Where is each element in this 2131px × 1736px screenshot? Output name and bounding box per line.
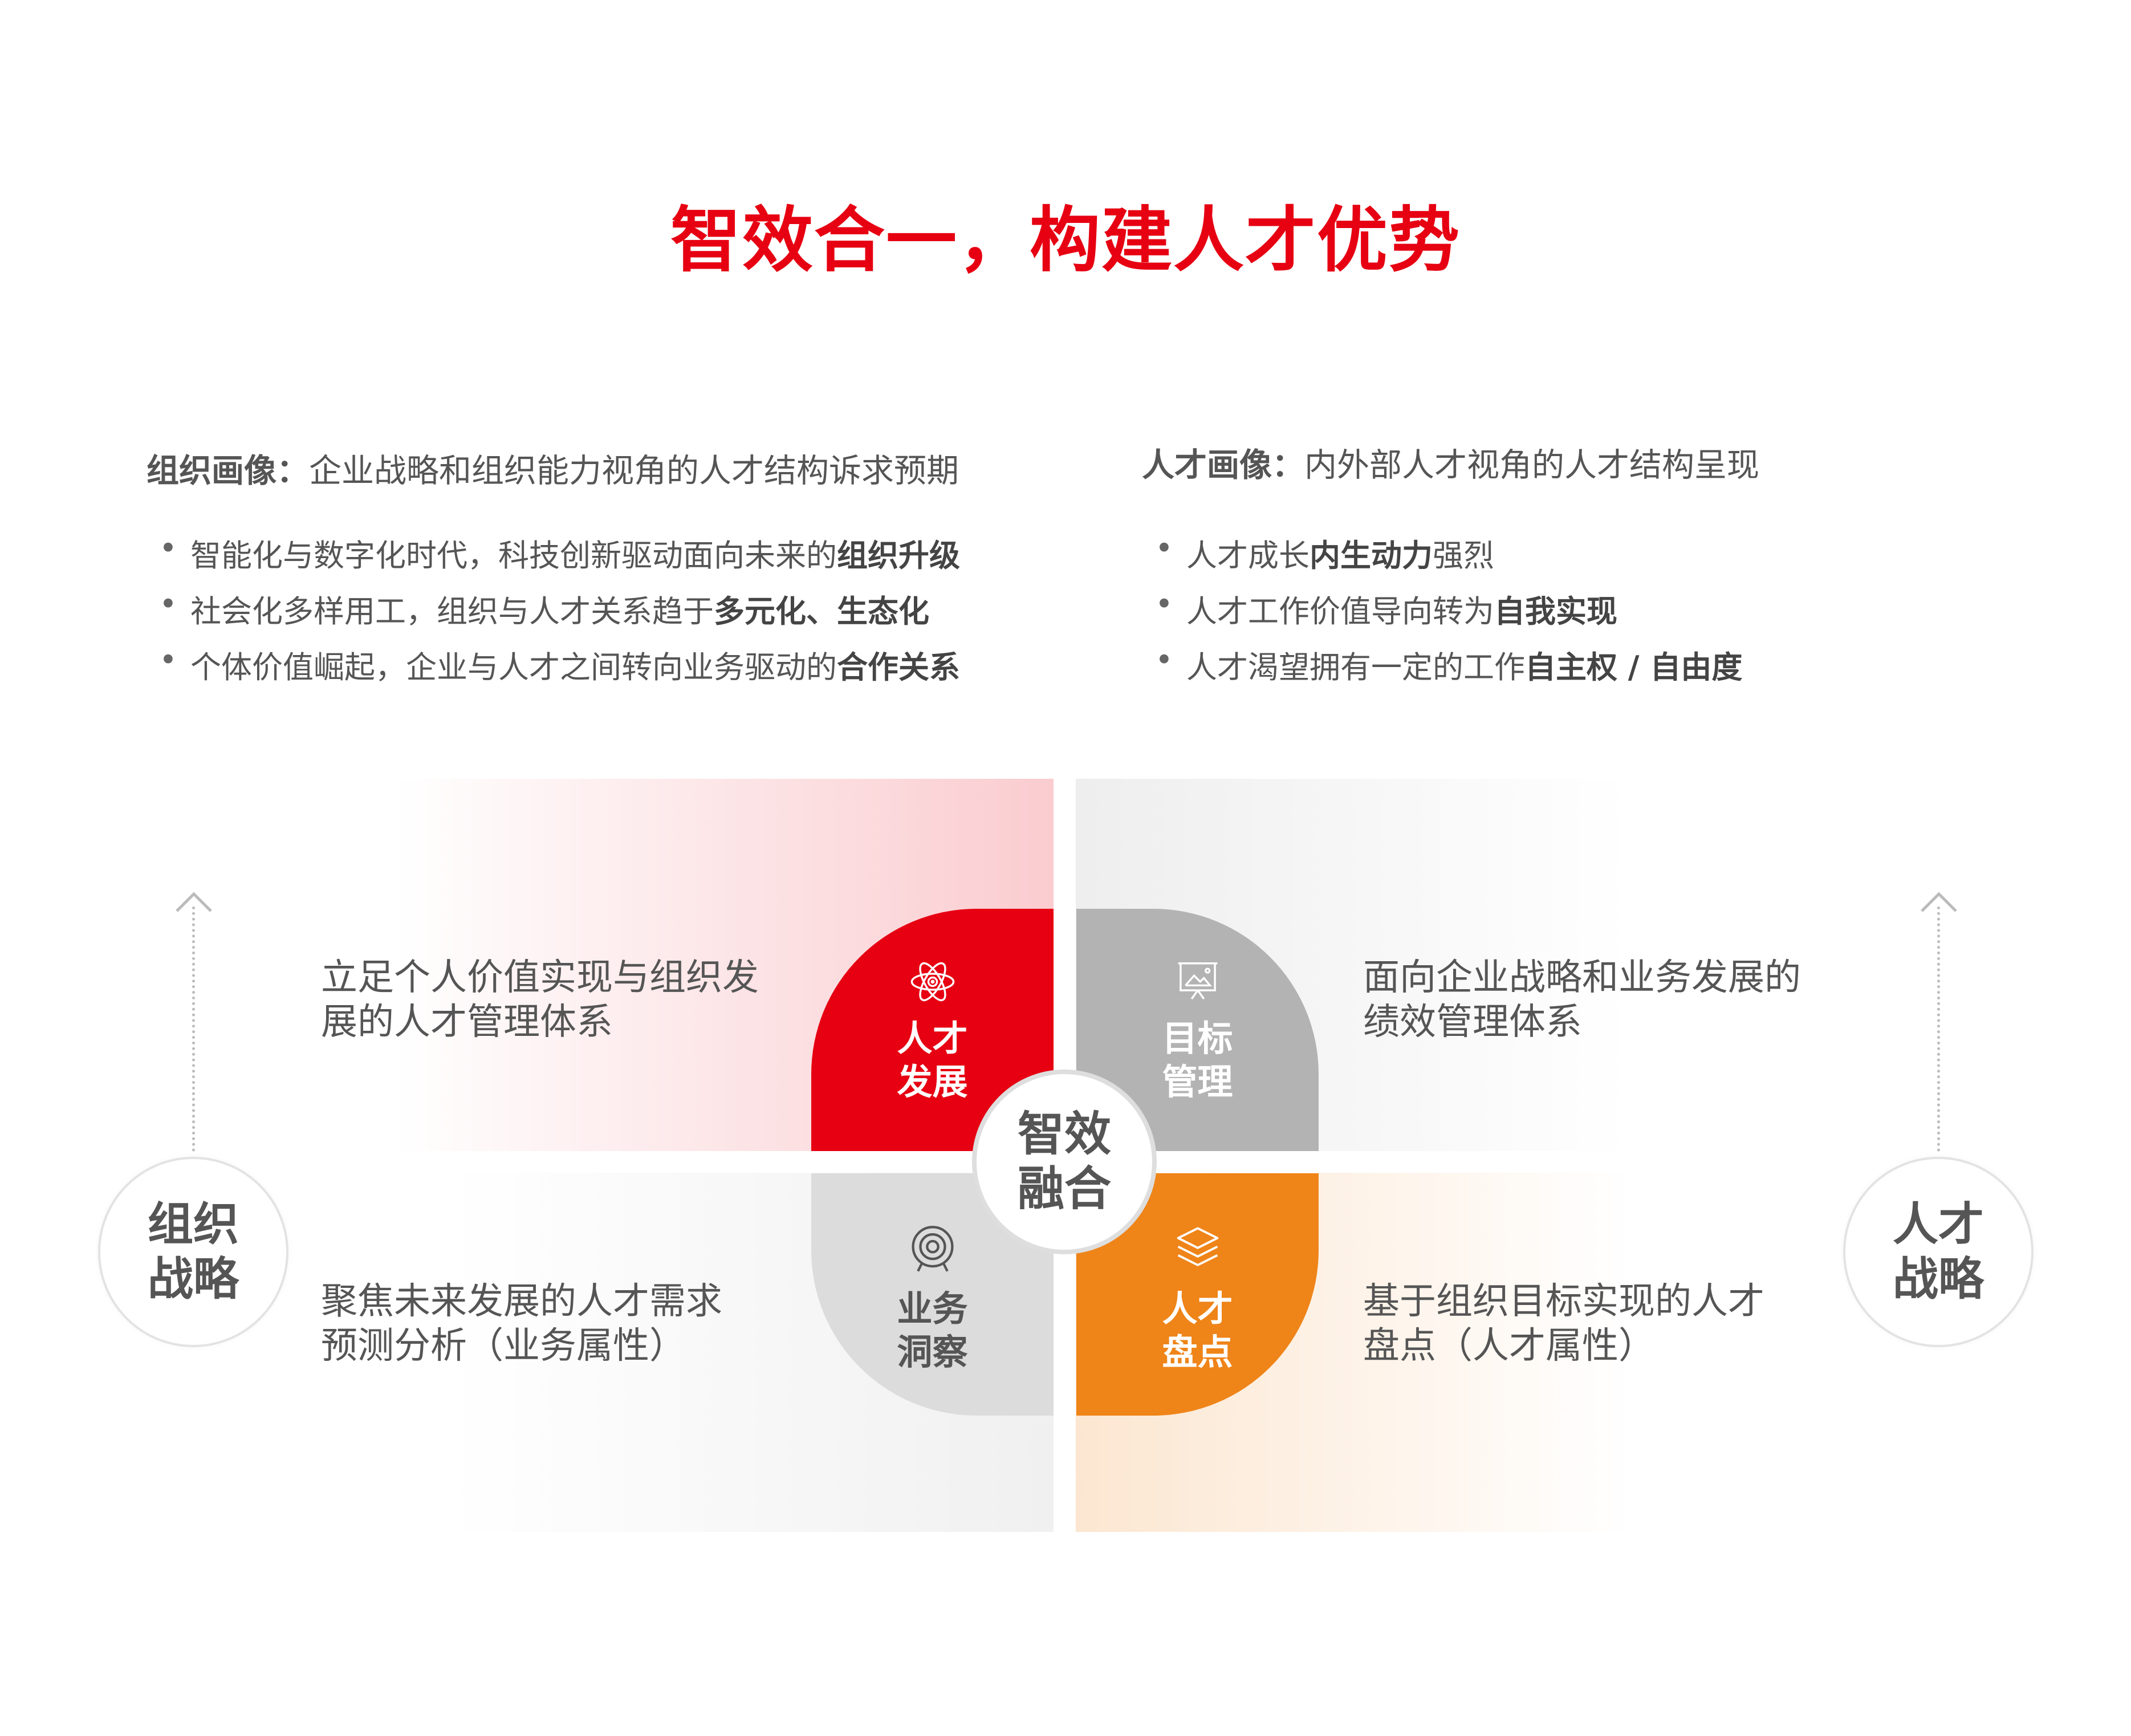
bullet-text: 人才工作价值导向转为 <box>1186 593 1494 629</box>
quadrant-label: 目标管理 <box>1162 1018 1233 1103</box>
description-top-left: 立足个人价值实现与组织发展的人才管理体系 <box>321 957 759 1043</box>
atom-icon <box>910 962 955 1002</box>
dotted-connector-left <box>192 906 195 1152</box>
description-top-right: 面向企业战略和业务发展的绩效管理体系 <box>1363 957 1801 1043</box>
arrow-up-icon <box>1921 892 1957 912</box>
center-line: 智效 <box>1017 1107 1111 1161</box>
description-bottom-left: 聚焦未来发展的人才需求预测分析（业务属性） <box>321 1280 722 1367</box>
dotted-connector-right <box>1937 906 1940 1152</box>
org-portrait-heading: 组织画像：企业战略和组织能力视角的人才结构诉求预期 <box>147 445 959 491</box>
org-strategy-circle: 组织战略 <box>98 1157 288 1347</box>
bullet-text: 强烈 <box>1433 538 1494 574</box>
quadrant-label: 人才发展 <box>897 1018 968 1103</box>
heading-text: 内外部人才视角的人才结构呈现 <box>1304 446 1759 484</box>
bullet-text: 人才成长 <box>1186 538 1309 574</box>
quadrant-label: 业务洞察 <box>897 1288 968 1373</box>
arrow-up-icon <box>176 892 212 912</box>
heading-label: 人才画像： <box>1142 446 1304 484</box>
bullet-text: 个体价值崛起，企业与人才之间转向业务驱动的 <box>190 649 837 685</box>
bullet-bold: 内生动力 <box>1309 538 1433 574</box>
bullet-item: 个体价值崛起，企业与人才之间转向业务驱动的合作关系 <box>159 642 960 687</box>
bullet-text: 社会化多样用工，组织与人才关系趋于 <box>190 593 714 629</box>
presentation-board-icon <box>1178 962 1218 1000</box>
bullet-bold: 多元化、生态化 <box>714 593 929 629</box>
bullet-item: 人才工作价值导向转为自我实现 <box>1155 586 1617 631</box>
bullet-bold: 合作关系 <box>837 649 960 685</box>
talent-strategy-circle: 人才战略 <box>1843 1157 2034 1347</box>
bullet-item: 智能化与数字化时代，科技创新驱动面向未来的组织升级 <box>159 530 960 575</box>
talent-portrait-heading: 人才画像：内外部人才视角的人才结构呈现 <box>1142 439 1759 486</box>
bullet-text: 智能化与数字化时代，科技创新驱动面向未来的 <box>190 538 837 574</box>
bullet-item: 人才渴望拥有一定的工作自主权 / 自由度 <box>1155 642 1743 687</box>
description-bottom-right: 基于组织目标实现的人才盘点（人才属性） <box>1363 1280 1764 1367</box>
bullet-item: 社会化多样用工，组织与人才关系趋于多元化、生态化 <box>159 586 929 631</box>
layers-icon <box>1177 1227 1219 1266</box>
bullet-bold: 自我实现 <box>1494 593 1617 629</box>
target-icon <box>912 1226 954 1272</box>
bullet-item: 人才成长内生动力强烈 <box>1155 530 1494 575</box>
center-line: 融合 <box>1017 1162 1111 1216</box>
bullet-bold: 组织升级 <box>837 538 960 574</box>
quadrant-label: 人才盘点 <box>1162 1288 1233 1373</box>
bullet-text: 人才渴望拥有一定的工作 <box>1186 649 1525 685</box>
heading-label: 组织画像： <box>147 452 309 490</box>
page-title: 智效合一，构建人才优势 <box>670 200 1461 282</box>
center-circle: 智效融合 <box>972 1070 1157 1254</box>
bullet-bold: 自主权 / 自由度 <box>1525 649 1743 685</box>
heading-text: 企业战略和组织能力视角的人才结构诉求预期 <box>309 452 959 490</box>
